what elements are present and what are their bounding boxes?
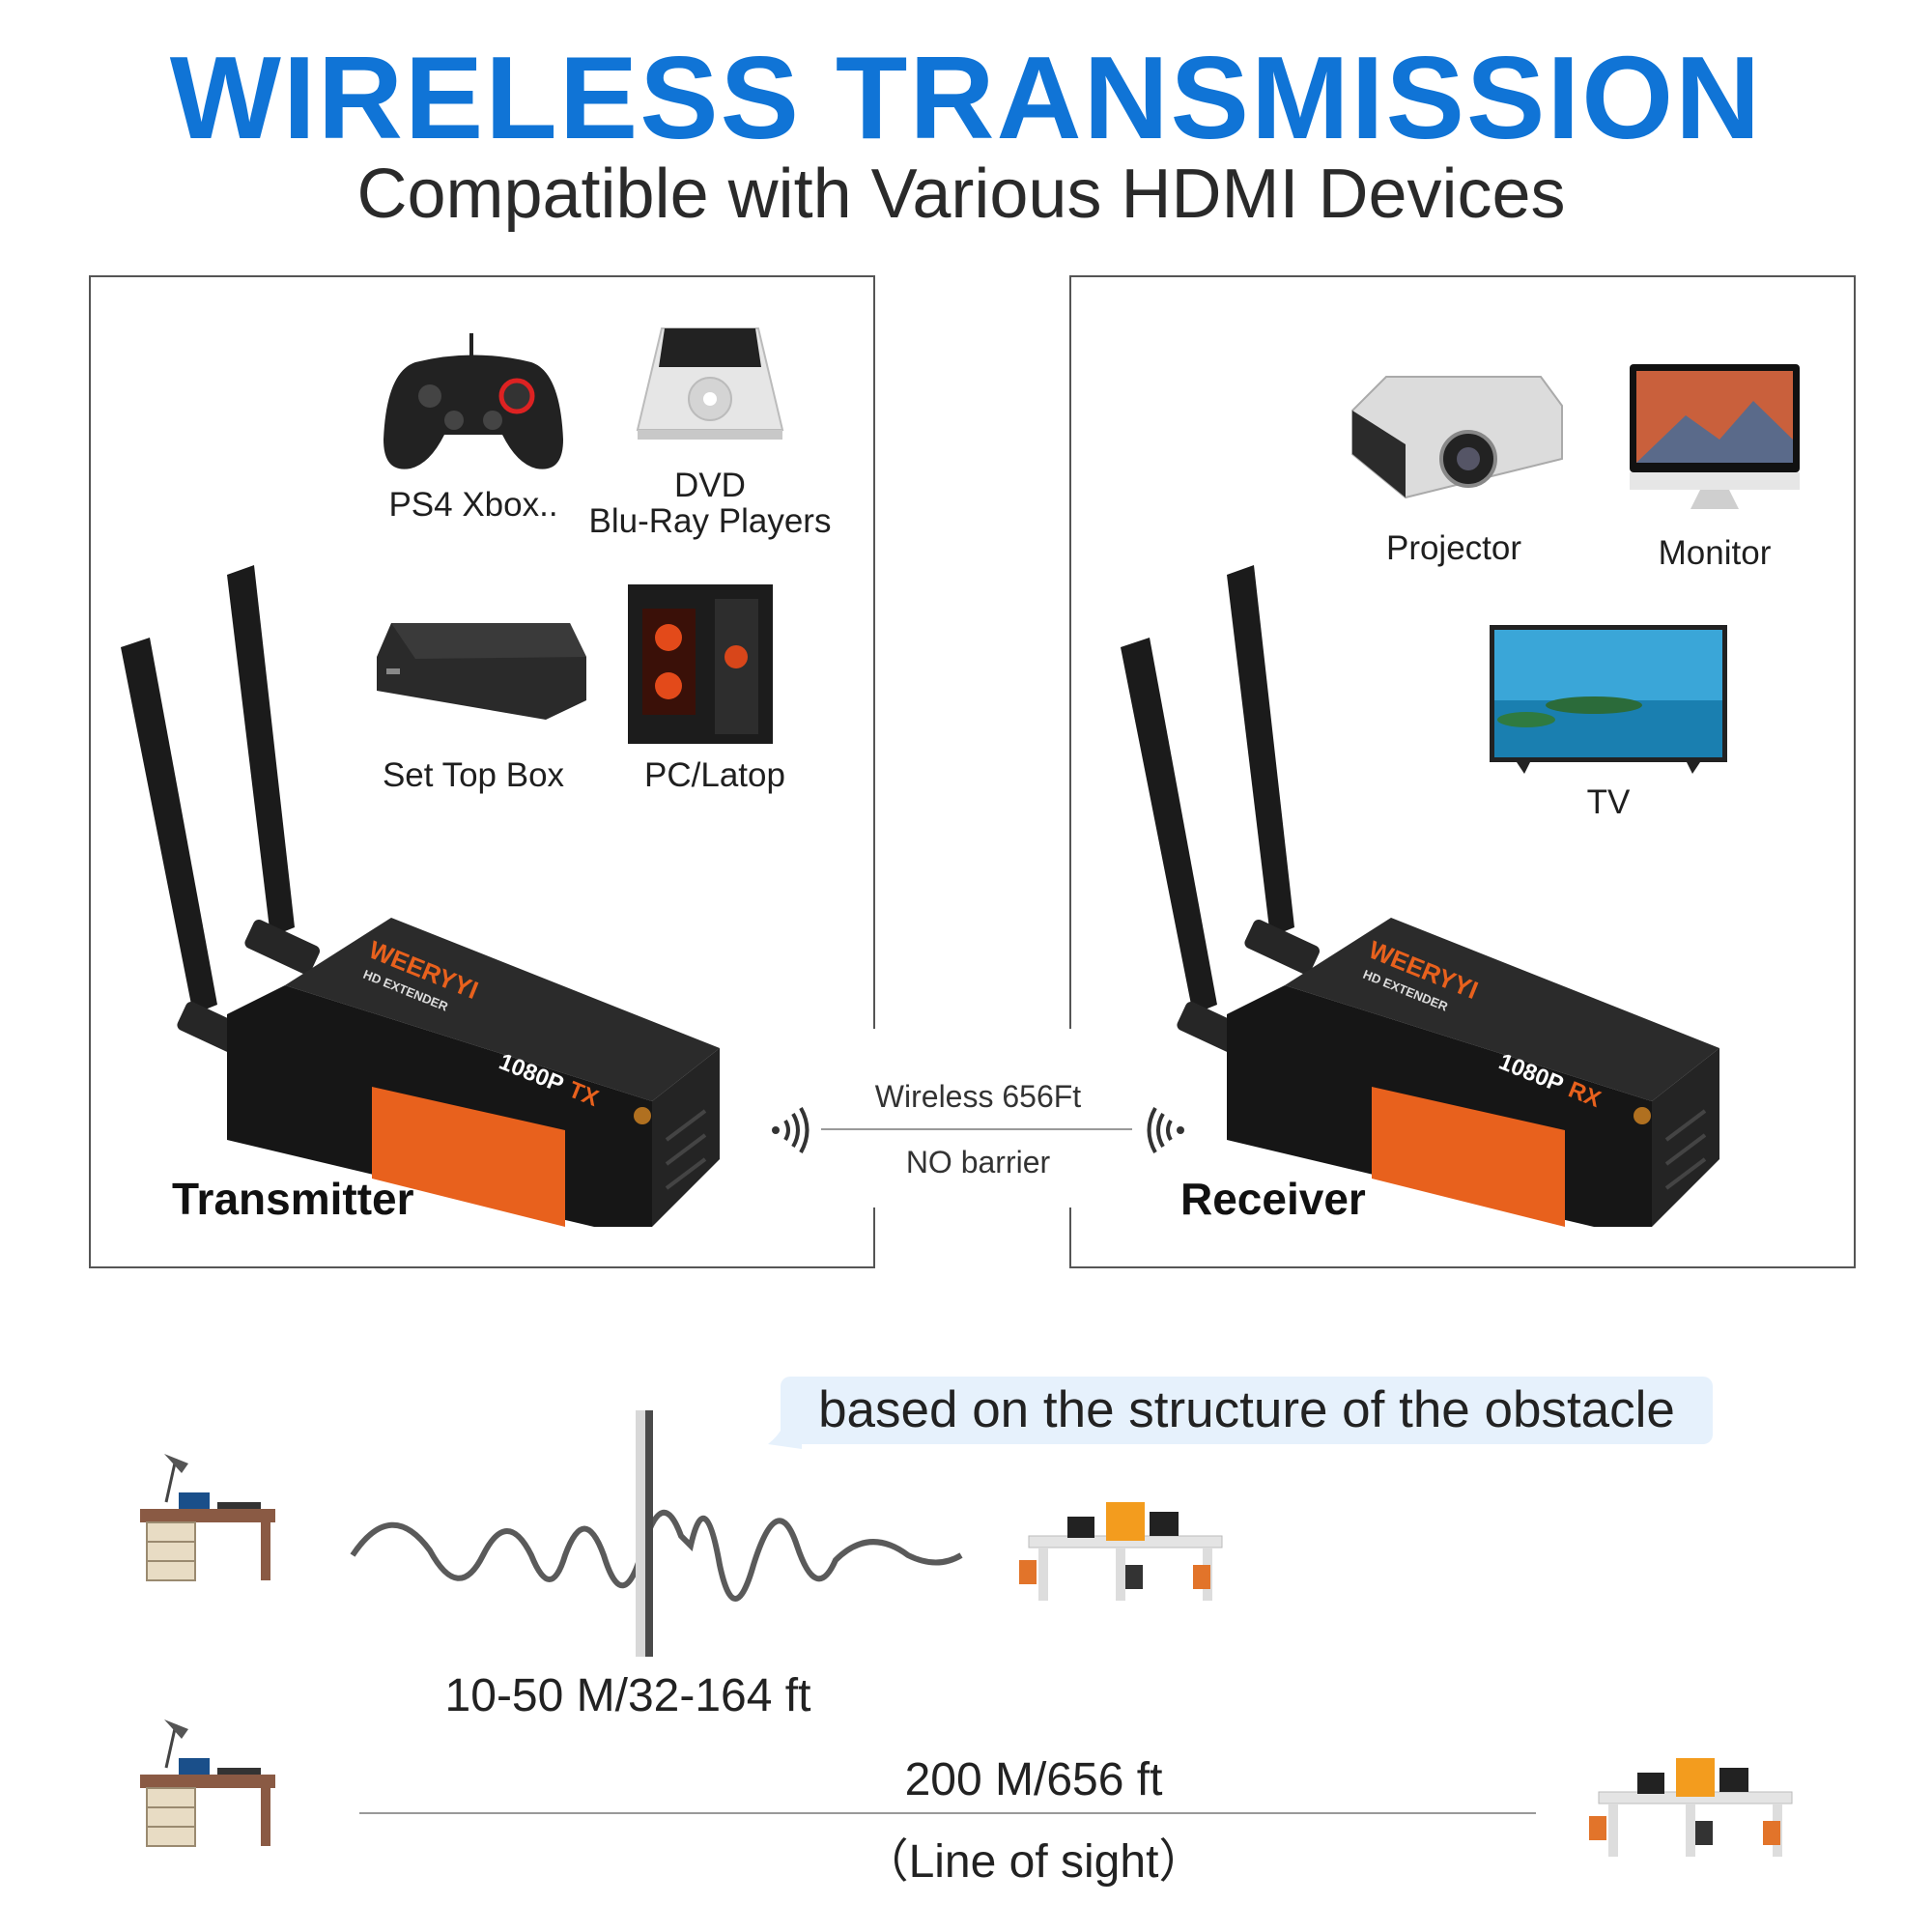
desk-icon bbox=[140, 1719, 275, 1847]
panel-border-gap-left bbox=[865, 1029, 878, 1208]
receiver-label: Receiver bbox=[1180, 1174, 1366, 1224]
receiver-device: WEERYYI HD EXTENDER 1080P RX bbox=[1121, 565, 1719, 1227]
source-label-dvd-text: DVD Blu-Ray Players bbox=[588, 467, 832, 540]
source-label-pc: PC/Latop bbox=[644, 756, 785, 794]
los-note-text: （Line of sight） bbox=[862, 1836, 1206, 1888]
projector-icon bbox=[1351, 376, 1563, 499]
dvd-player-icon bbox=[636, 327, 784, 440]
set-top-box-icon bbox=[377, 623, 586, 720]
source-label-dvd: DVD Blu-Ray Players bbox=[584, 467, 836, 540]
link-distance-text: Wireless 656Ft bbox=[874, 1079, 1082, 1114]
game-controller-icon bbox=[384, 333, 563, 469]
office-icon bbox=[1589, 1758, 1793, 1857]
los-line bbox=[359, 1812, 1536, 1814]
signal-emit-icon bbox=[772, 1107, 810, 1153]
page-subtitle: Compatible with Various HDMI Devices bbox=[356, 156, 1566, 233]
pc-tower-icon bbox=[628, 584, 773, 744]
source-label-settopbox: Set Top Box bbox=[382, 756, 565, 794]
display-label-monitor: Monitor bbox=[1658, 534, 1772, 572]
signal-receive-icon bbox=[1147, 1107, 1184, 1153]
display-label-projector: Projector bbox=[1385, 529, 1522, 567]
los-range-text: 200 M/656 ft bbox=[904, 1754, 1163, 1805]
obstacle-wave bbox=[350, 1410, 963, 1657]
panel-border-gap-right bbox=[1063, 1029, 1076, 1208]
display-label-tv: TV bbox=[1586, 783, 1631, 821]
link-barrier-text: NO barrier bbox=[905, 1145, 1051, 1179]
source-label-console: PS4 Xbox.. bbox=[388, 486, 558, 524]
desk-icon bbox=[140, 1454, 275, 1581]
transmitter-device: WEERYYI HD EXTENDER 1080P TX bbox=[121, 565, 720, 1227]
office-icon bbox=[1019, 1502, 1223, 1601]
obstacle-range-text: 10-50 M/32-164 ft bbox=[444, 1670, 811, 1721]
tv-icon bbox=[1490, 625, 1727, 774]
transmitter-label: Transmitter bbox=[172, 1174, 414, 1224]
obstacle-callout: based on the structure of the obstacle bbox=[781, 1377, 1713, 1444]
monitor-icon bbox=[1630, 364, 1800, 509]
page-title: WIRELESS TRANSMISSION bbox=[169, 32, 1763, 163]
link-line bbox=[821, 1128, 1132, 1130]
